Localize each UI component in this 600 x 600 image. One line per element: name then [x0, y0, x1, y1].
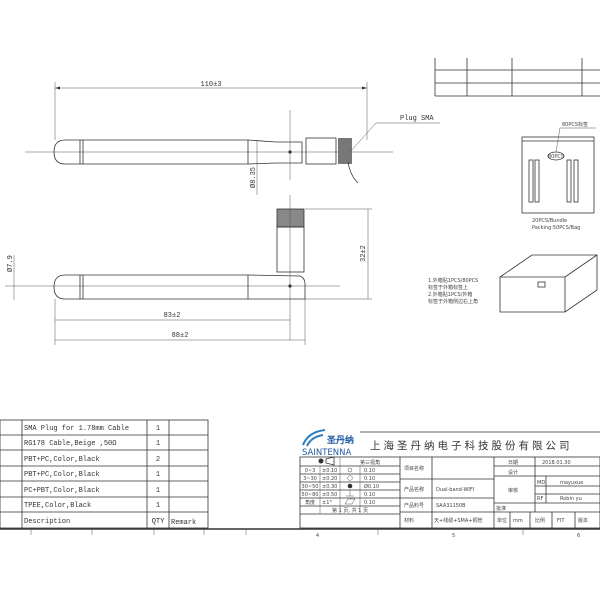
label-text: 单位: [497, 517, 507, 524]
label-text: 0.10: [364, 492, 375, 498]
label-text: 30~50: [302, 484, 319, 490]
tolerance-row: 角度 ±1° 0.10: [305, 499, 375, 506]
label-callout: 80PCS标签: [562, 121, 588, 128]
label-text: PBT+PC,Color,Black: [24, 471, 100, 479]
bom-row: RG178 Cable,Beige ,50Ω 1: [24, 440, 160, 448]
label-text: 项目名称: [404, 465, 424, 472]
zone-label: 4: [316, 533, 319, 539]
label-text: 0.10: [364, 476, 375, 482]
label-text: 1: [156, 487, 160, 495]
label-text: Description: [24, 518, 70, 526]
label-text: 批准: [496, 505, 506, 512]
note-line: 2.外箱贴1PCS/外箱: [428, 291, 472, 298]
company-name: 上海圣丹纳电子科技股份有限公司: [370, 439, 573, 452]
tolerance-row: 30~50±0.30 Ø0.10: [302, 483, 380, 490]
dim-height: 32±2: [360, 245, 368, 262]
label-text: 1: [156, 440, 160, 448]
bom-row: PC+PBT,Color,Black 1: [24, 487, 160, 495]
label-text: 1: [156, 425, 160, 433]
bom-row: PBT+PC,Color,Black 2: [24, 456, 160, 464]
label-text: RF: [537, 496, 543, 502]
revision-table: [434, 58, 600, 97]
label-text: 0~3: [305, 468, 316, 474]
label-text: 产品料号: [404, 502, 424, 509]
zone-label: 6: [577, 533, 580, 539]
bom-row: TPEE,Color,Black 1: [24, 502, 160, 510]
label-text: 设计: [508, 469, 518, 476]
callout-plug-sma: Plug SMA: [400, 115, 434, 123]
label-text: 审核: [508, 487, 518, 494]
dim-diameter-side: Ø7.9: [6, 255, 15, 272]
label-text: 50~80: [302, 492, 319, 498]
label-text: 版本: [578, 517, 588, 524]
label-text: 1: [156, 502, 160, 510]
note-line: 标签于外箱标签上: [428, 284, 468, 291]
bom-table: SMA Plug for 1.78mm Cable 1 RG178 Cable,B…: [0, 419, 209, 529]
packing-text: Packing:50PCS/Bag: [532, 225, 580, 231]
tolerance-row: 0~3 ±0.10 0.10: [305, 468, 375, 474]
dim-length-83: 83±2: [164, 312, 181, 320]
label-text: 角度: [305, 499, 315, 506]
label-text: RG178 Cable,Beige ,50Ω: [24, 440, 116, 448]
label-text: 2: [156, 456, 160, 464]
label-text: QTY: [152, 518, 165, 526]
label-text: 材料: [404, 517, 414, 524]
antenna-top-view: 110±3 Ø8.35 Plug SMA: [25, 81, 440, 195]
label-oval: 80PCS: [548, 154, 564, 160]
unit: mm: [513, 518, 523, 524]
label-text: TPEE,Color,Black: [24, 502, 91, 510]
label-text: 产品名称: [404, 486, 424, 493]
label-text: PBT+PC,Color,Black: [24, 456, 100, 464]
label-text: 日期: [508, 460, 518, 466]
label-text: 圣丹纳: [327, 434, 354, 446]
scale: FIT: [557, 518, 565, 524]
label-text: SMA Plug for 1.78mm Cable: [24, 425, 129, 433]
projection-symbol-icon: [318, 456, 335, 466]
date: 2018.01.30: [542, 460, 571, 466]
note-line: 1.外箱贴1PCS/80PCS: [428, 277, 478, 284]
label-text: 0.10: [364, 500, 375, 506]
label-text: Ø0.10: [364, 483, 379, 490]
rf-reviewer: Robin yu: [560, 496, 582, 502]
label-text: 3~30: [303, 476, 317, 482]
antenna-side-view: 32±2 Ø7.9 83±2 88±2: [5, 195, 372, 345]
bundle-text: 20PCS/Bundle: [532, 218, 567, 224]
label-text: 0.10: [364, 468, 375, 474]
bom-header: Description QTY Remark: [24, 518, 196, 527]
company-logo: 圣丹纳 SAINTENNA: [302, 429, 354, 458]
label-text: ±0.20: [322, 476, 337, 482]
label-text: ±1°: [322, 500, 332, 506]
note-line: 标签于外箱侧边右上角: [428, 298, 478, 305]
label-text: ±0.30: [322, 484, 337, 490]
part-number: SAA31150B: [436, 503, 466, 509]
label-text: PC+PBT,Color,Black: [24, 487, 100, 495]
label-text: ±0.50: [322, 492, 337, 498]
label-text: SAINTENNA: [302, 448, 352, 458]
bom-row: SMA Plug for 1.78mm Cable 1: [24, 425, 160, 433]
dim-diameter-top: Ø8.35: [249, 167, 258, 188]
zone-label: 5: [452, 533, 455, 539]
label-text: ±0.10: [322, 468, 337, 474]
product-name: Dual-band-WIFI: [436, 487, 474, 493]
drawing-border: 4 5 6: [0, 528, 600, 539]
label-text: 1: [156, 471, 160, 479]
label-text: MD: [537, 480, 545, 486]
tolerance-row: 3~30 ±0.20 0.10: [303, 476, 375, 482]
label-text: 第三视角: [360, 459, 380, 466]
title-block: 圣丹纳 SAINTENNA 上海圣丹纳电子科技股份有限公司 第三视角: [299, 429, 600, 529]
sheet-number: 第 1 页, 共 1 页: [332, 507, 368, 514]
label-text: Remark: [171, 519, 196, 527]
dim-total-length: 110±3: [200, 81, 221, 89]
packaging-bag: 80PCS 80PCS标签 20PCS/Bundle Packing:50PCS…: [521, 121, 596, 231]
md-reviewer: mayuxue: [560, 480, 583, 486]
dim-length-88: 88±2: [172, 332, 189, 340]
carton-box: 1.外箱贴1PCS/80PCS 标签于外箱标签上 2.外箱贴1PCS/外箱 标签…: [428, 254, 598, 313]
tolerance-row: 50~80±0.50 0.10: [302, 492, 376, 498]
material: 天+线缆+SMA+铜管: [434, 517, 482, 524]
bom-row: PBT+PC,Color,Black 1: [24, 471, 160, 479]
label-text: 比例: [535, 517, 545, 524]
